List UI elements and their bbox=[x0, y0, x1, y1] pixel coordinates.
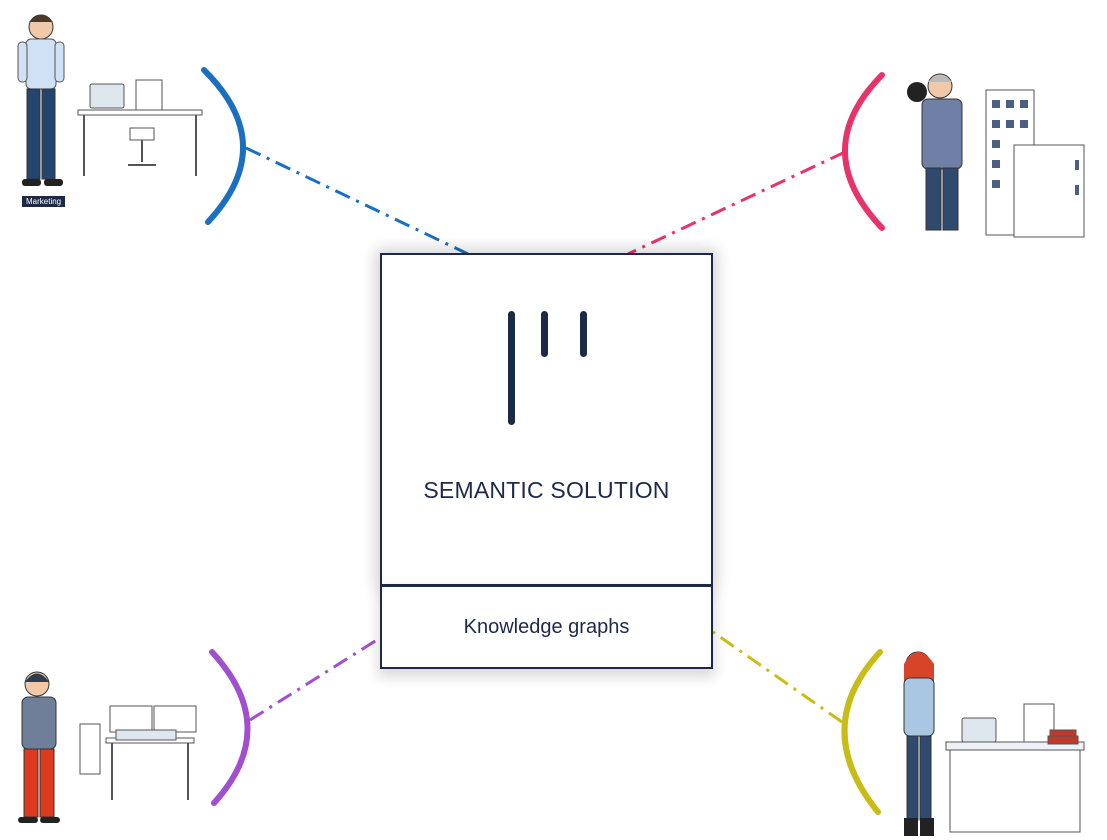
marketing-tag: Marketing bbox=[22, 196, 66, 207]
arc-top-right bbox=[842, 72, 885, 231]
knowledge-graphs-box: Knowledge graphs bbox=[380, 585, 713, 669]
arc-bottom-left bbox=[209, 649, 251, 806]
persona-marketing-illustration bbox=[17, 14, 203, 186]
knowledge-graphs-label: Knowledge graphs bbox=[463, 615, 630, 638]
persona-office-worker-illustration bbox=[903, 651, 1085, 836]
semantic-solution-title: SEMANTIC SOLUTION bbox=[423, 477, 670, 503]
arc-bottom-right bbox=[841, 649, 883, 815]
persona-sound-engineer-illustration bbox=[18, 671, 197, 823]
connector-top-right bbox=[627, 150, 846, 256]
arc-top-left bbox=[201, 67, 246, 225]
connector-top-left bbox=[245, 146, 469, 256]
persona-photographer-illustration bbox=[907, 73, 1085, 238]
semantic-solution-card: SEMANTIC SOLUTION bbox=[380, 253, 713, 586]
brand-logo-icon bbox=[508, 311, 587, 425]
connector-bottom-left bbox=[249, 636, 381, 722]
connector-bottom-right bbox=[712, 630, 843, 724]
